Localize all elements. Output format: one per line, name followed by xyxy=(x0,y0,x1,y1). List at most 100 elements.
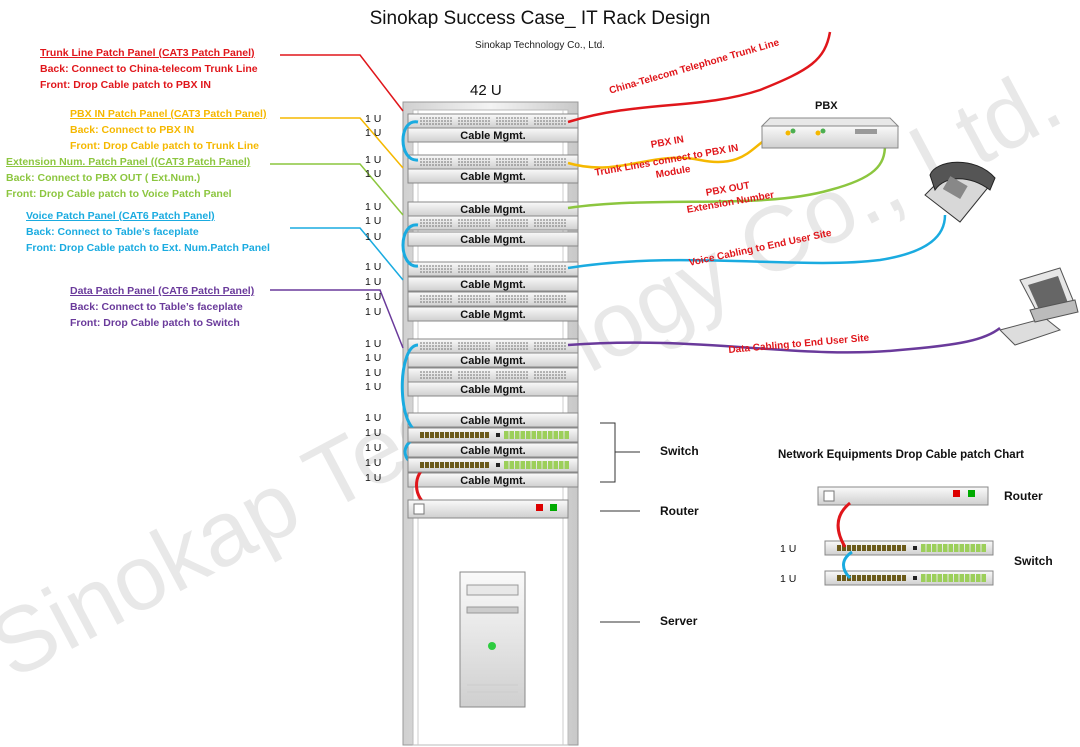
cable-mgmt-label: Cable Mgmt. xyxy=(460,204,525,216)
switch-unit xyxy=(407,427,579,443)
chart-blue-cable xyxy=(842,550,853,580)
ext-leader xyxy=(270,163,404,216)
pbx-in-cable xyxy=(567,138,766,169)
patch-panel xyxy=(407,215,579,231)
cable-mgmt-panel: Cable Mgmt. xyxy=(407,306,579,322)
telephone-icon xyxy=(924,161,996,223)
chart-u-label: 1 U xyxy=(780,573,797,585)
u-label: 1 U xyxy=(365,154,382,166)
note-pbx-in: PBX IN Patch Panel (CAT3 Patch Panel) Ba… xyxy=(70,106,266,154)
cable-mgmt-label: Cable Mgmt. xyxy=(460,445,525,457)
u-label: 1 U xyxy=(365,412,382,424)
data-cable xyxy=(567,327,1001,354)
u-label: 1 U xyxy=(365,352,382,364)
patch-panel xyxy=(407,367,579,383)
note-front: Front: Drop Cable patch to PBX IN xyxy=(40,79,211,91)
patch-panel xyxy=(407,338,579,354)
blue-jumper-2 xyxy=(401,223,419,268)
chart-router-label: Router xyxy=(1004,489,1043,503)
u-label: 1 U xyxy=(365,338,382,350)
note-heading: Data Patch Panel (CAT6 Patch Panel) xyxy=(70,285,255,297)
u-label: 1 U xyxy=(365,276,382,288)
cable-mgmt-panel: Cable Mgmt. xyxy=(407,231,579,247)
u-label: 1 U xyxy=(365,113,382,125)
cable-mgmt-panel: Cable Mgmt. xyxy=(407,352,579,368)
u-label: 1 U xyxy=(365,442,382,454)
u-label: 1 U xyxy=(365,427,382,439)
cable-mgmt-panel: Cable Mgmt. xyxy=(407,127,579,143)
note-front: Front: Drop Cable patch to Trunk Line xyxy=(70,140,259,152)
cable-mgmt-panel: Cable Mgmt. xyxy=(407,276,579,292)
label-router: Router xyxy=(660,504,699,518)
note-heading: PBX IN Patch Panel (CAT3 Patch Panel) xyxy=(70,108,267,120)
chart-u-label: 1 U xyxy=(780,543,797,555)
u-label: 1 U xyxy=(365,306,382,318)
cable-mgmt-label: Cable Mgmt. xyxy=(460,130,525,142)
voice-cable xyxy=(567,214,947,270)
u-label: 1 U xyxy=(365,127,382,139)
trunk-leader xyxy=(280,54,404,112)
note-back: Back: Connect to PBX IN xyxy=(70,124,195,136)
page-title: Sinokap Success Case_ IT Rack Design xyxy=(369,8,711,29)
chart-router xyxy=(817,486,989,506)
pbxin-leader xyxy=(280,117,404,169)
cable-mgmt-panel: Cable Mgmt. xyxy=(407,168,579,184)
u-label: 1 U xyxy=(365,215,382,227)
trunk-cable xyxy=(567,31,832,124)
patch-panel xyxy=(407,113,579,129)
chart-switches xyxy=(824,540,994,586)
chart-title: Network Equipments Drop Cable patch Char… xyxy=(778,449,1025,461)
cable-mgmt-panel: Cable Mgmt. xyxy=(407,381,579,397)
data-leader xyxy=(270,289,404,349)
cable-mgmt-label: Cable Mgmt. xyxy=(460,171,525,183)
note-heading: Voice Patch Panel (CAT6 Patch Panel) xyxy=(26,210,215,222)
note-back: Back: Connect to Table’s faceplate xyxy=(26,226,199,238)
patch-panel xyxy=(407,261,579,277)
note-extension: Extension Num. Patch Panel ((CAT3 Patch … xyxy=(6,154,250,202)
cable-mgmt-panel: Cable Mgmt. xyxy=(407,201,579,217)
u-label: 1 U xyxy=(365,201,382,213)
note-heading: Extension Num. Patch Panel ((CAT3 Patch … xyxy=(6,156,251,168)
cable-mgmt-label: Cable Mgmt. xyxy=(460,355,525,367)
router-unit xyxy=(407,499,569,519)
u-label: 1 U xyxy=(365,472,382,484)
label-server: Server xyxy=(660,614,698,628)
switch-bracket xyxy=(600,422,616,483)
cable-mgmt-label: Cable Mgmt. xyxy=(460,415,525,427)
u-label: 1 U xyxy=(365,261,382,273)
switch-unit xyxy=(407,457,579,473)
u-label: 1 U xyxy=(365,231,382,243)
rack-size-label: 42 U xyxy=(470,82,502,99)
patch-panel xyxy=(407,291,579,307)
cable-mgmt-panel: Cable Mgmt. xyxy=(407,412,579,428)
blue-jumper-1 xyxy=(401,120,419,162)
u-label: 1 U xyxy=(365,168,382,180)
chart-switch-label: Switch xyxy=(1014,554,1053,568)
pbx-label: PBX xyxy=(815,100,838,112)
patch-panel xyxy=(407,154,579,170)
ext-cable xyxy=(567,144,887,210)
note-back: Back: Connect to PBX OUT ( Ext.Num.) xyxy=(6,172,201,184)
note-heading: Trunk Line Patch Panel (CAT3 Patch Panel… xyxy=(40,47,255,59)
chart-switch-unit xyxy=(824,570,994,586)
cable-mgmt-panel: Cable Mgmt. xyxy=(407,442,579,458)
note-voice: Voice Patch Panel (CAT6 Patch Panel) Bac… xyxy=(26,208,270,256)
voice-leader xyxy=(290,227,404,281)
note-trunk: Trunk Line Patch Panel (CAT3 Patch Panel… xyxy=(40,45,258,93)
note-front: Front: Drop Cable patch to Voice Patch P… xyxy=(6,188,232,200)
cable-mgmt-panel: Cable Mgmt. xyxy=(407,472,579,488)
label-switch: Switch xyxy=(660,444,699,458)
note-front: Front: Drop Cable patch to Ext. Num.Patc… xyxy=(26,242,270,254)
cable-mgmt-label: Cable Mgmt. xyxy=(460,279,525,291)
chart-switch-unit xyxy=(824,540,994,556)
u-label: 1 U xyxy=(365,291,382,303)
note-back: Back: Connect to Table’s faceplate xyxy=(70,301,243,313)
note-back: Back: Connect to China-telecom Trunk Lin… xyxy=(40,63,258,75)
u-label: 1 U xyxy=(365,457,382,469)
u-label: 1 U xyxy=(365,381,382,393)
note-data: Data Patch Panel (CAT6 Patch Panel) Back… xyxy=(70,283,254,331)
cable-mgmt-label: Cable Mgmt. xyxy=(460,384,525,396)
server-tower xyxy=(459,571,526,708)
cable-mgmt-label: Cable Mgmt. xyxy=(460,234,525,246)
